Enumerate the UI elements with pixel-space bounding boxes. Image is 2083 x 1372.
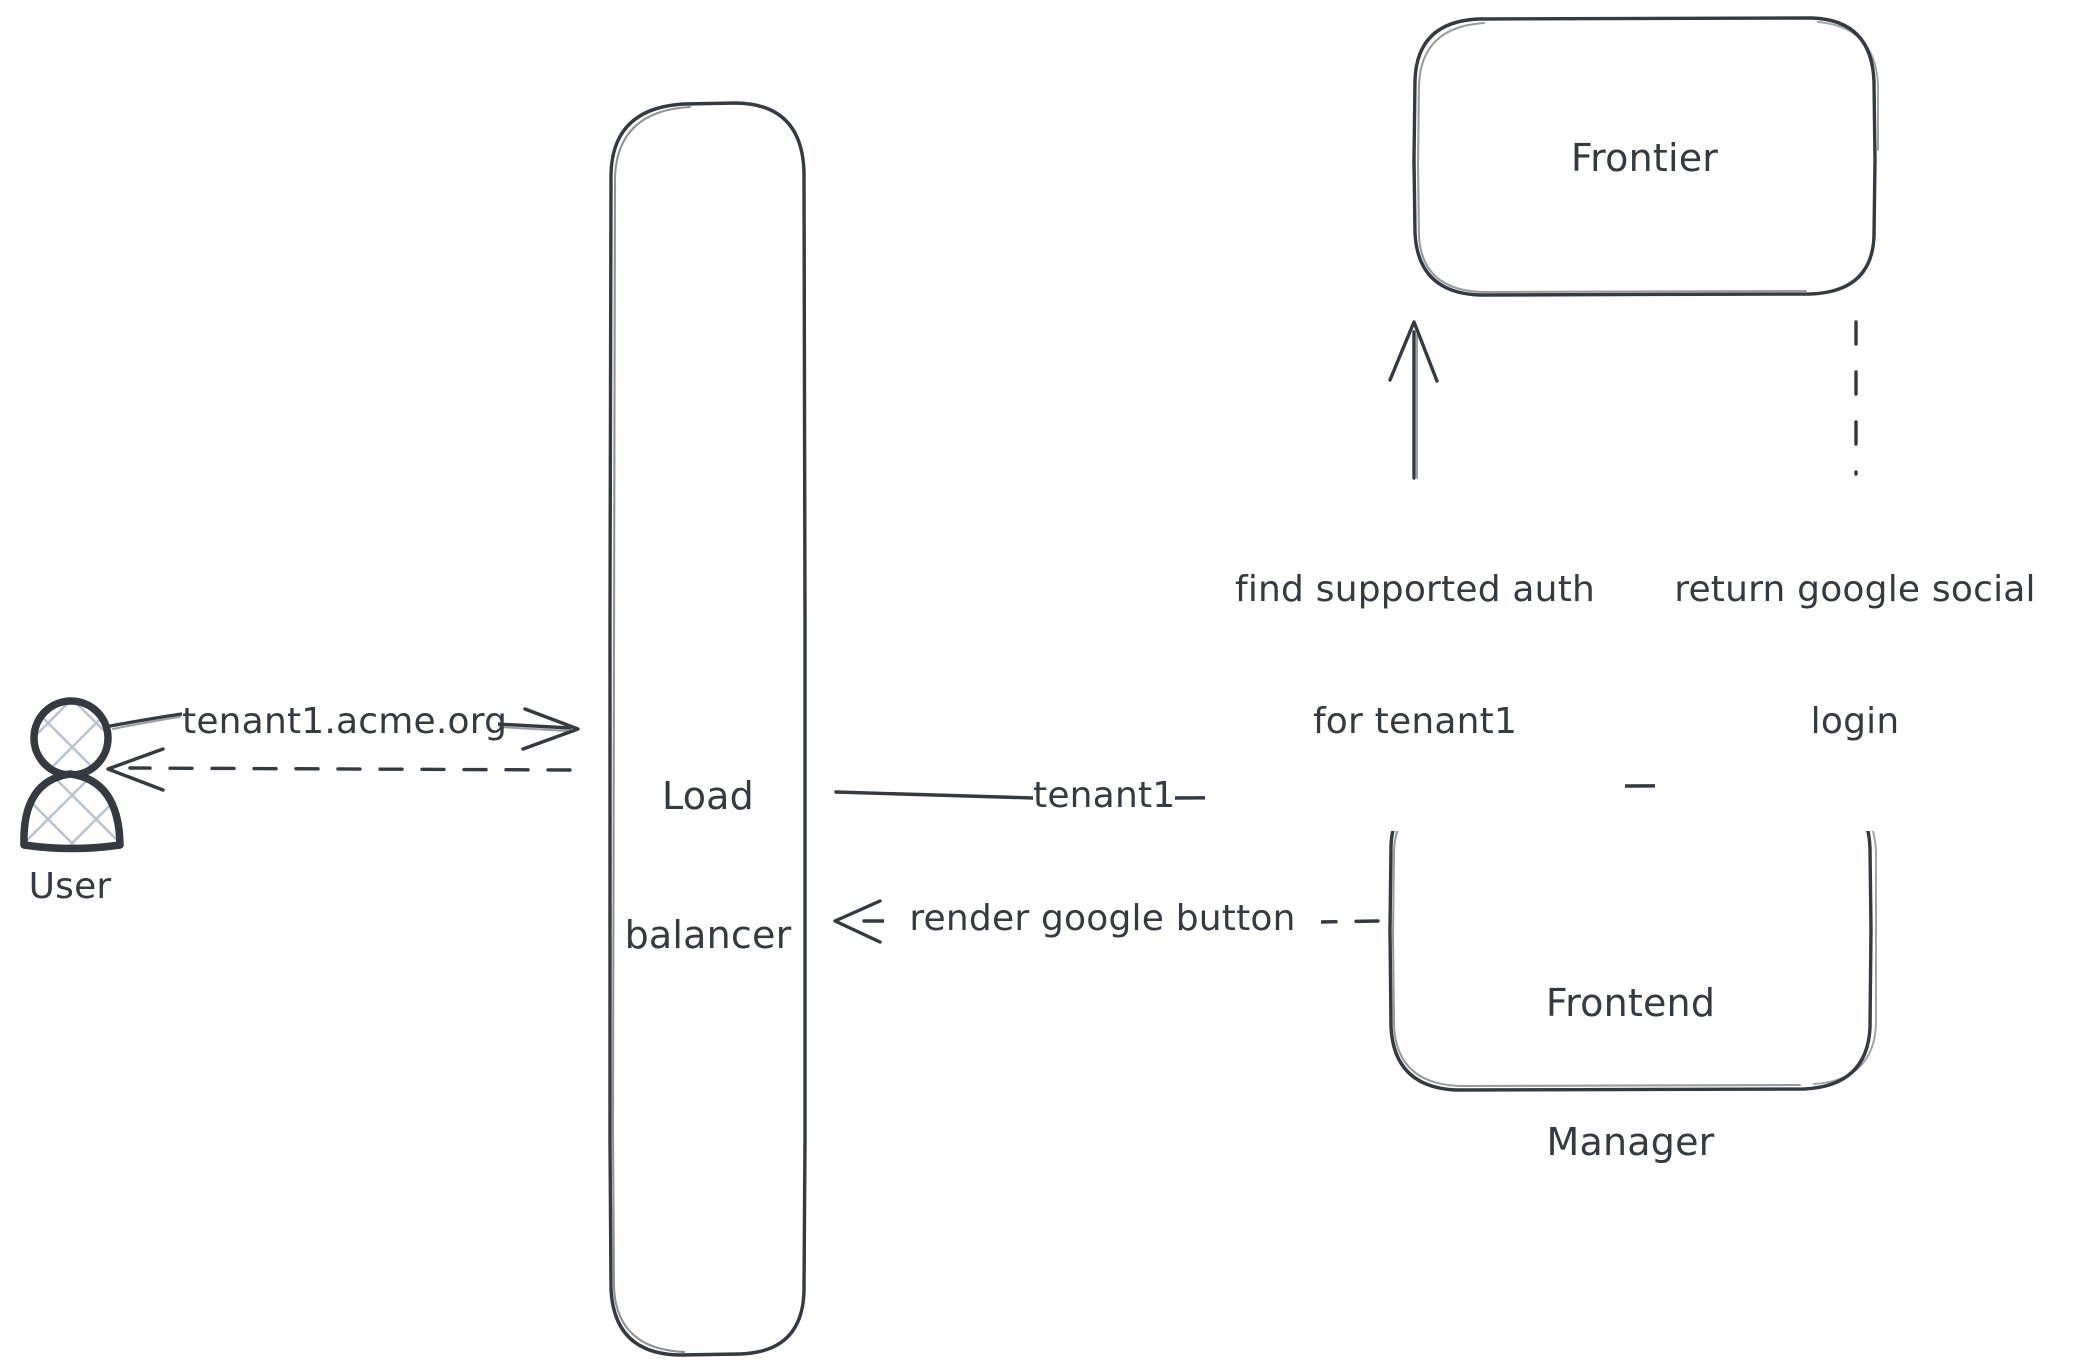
node-user[interactable] — [20, 697, 124, 853]
node-load-balancer[interactable] — [608, 101, 807, 1357]
edge-user-to-lb — [108, 707, 580, 751]
edge-lb-to-user — [106, 747, 572, 792]
edge-fm-to-frontier — [1388, 320, 1439, 777]
node-frontier[interactable] — [1412, 16, 1879, 297]
edge-frontier-to-fm — [1831, 320, 1881, 735]
node-frontend-manager[interactable] — [1388, 783, 1877, 1092]
edge-lb-to-fm — [834, 771, 1369, 820]
edge-fm-to-lb — [833, 899, 1380, 944]
